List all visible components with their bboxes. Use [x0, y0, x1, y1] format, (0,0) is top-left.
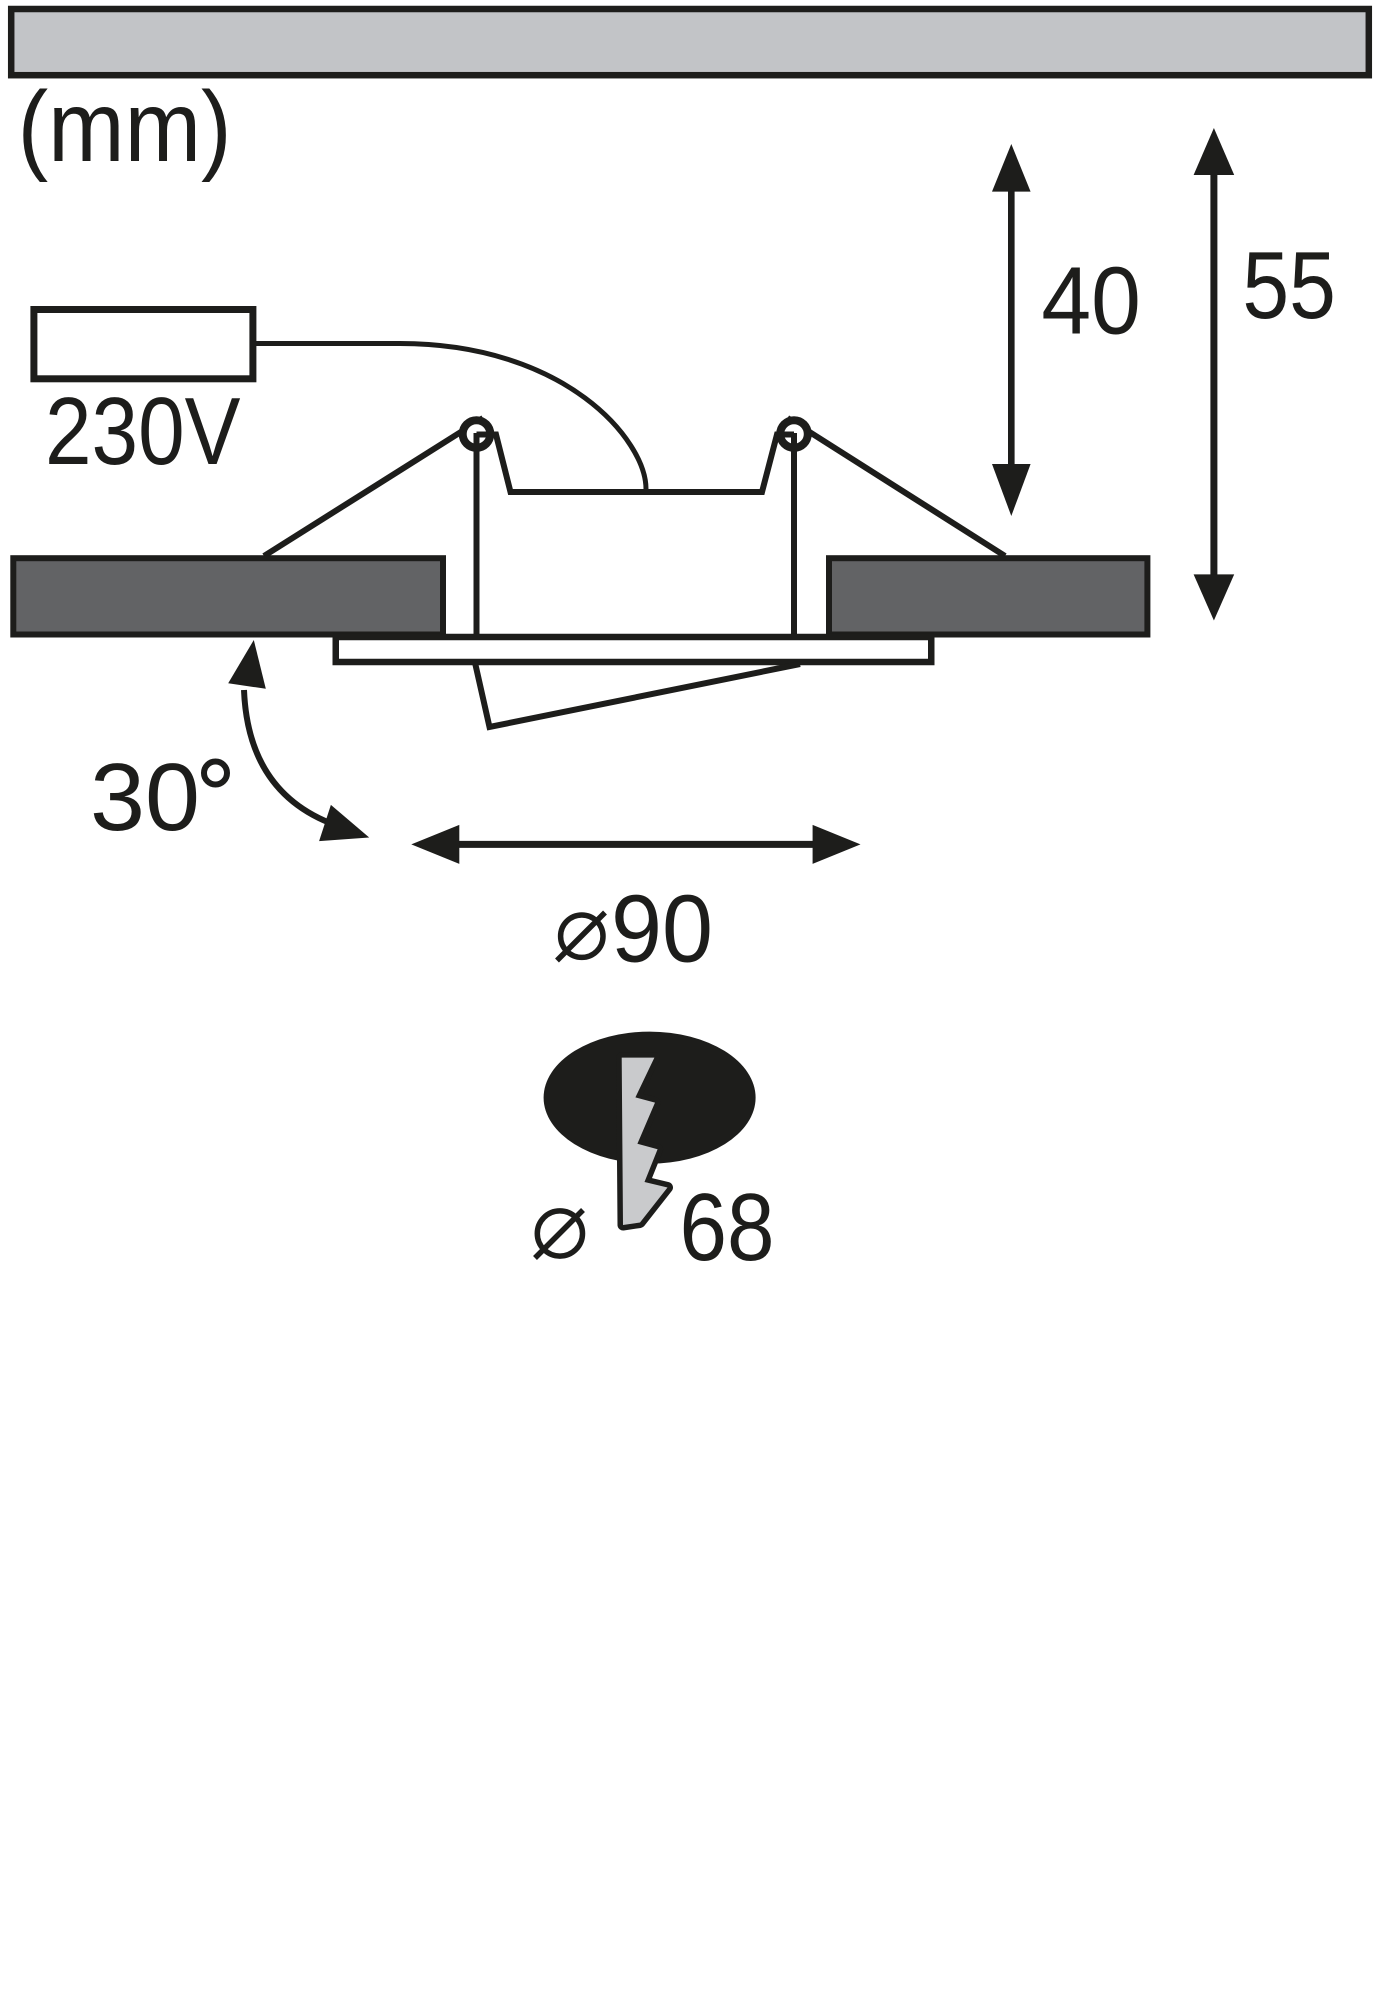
- svg-text:30: 30: [90, 744, 200, 851]
- svg-text:55: 55: [1242, 232, 1336, 339]
- svg-text:(mm): (mm): [18, 71, 232, 183]
- svg-text:68: 68: [680, 1174, 775, 1281]
- svg-text:40: 40: [1041, 248, 1141, 355]
- svg-text:230V: 230V: [45, 378, 241, 485]
- svg-text:90: 90: [611, 876, 713, 983]
